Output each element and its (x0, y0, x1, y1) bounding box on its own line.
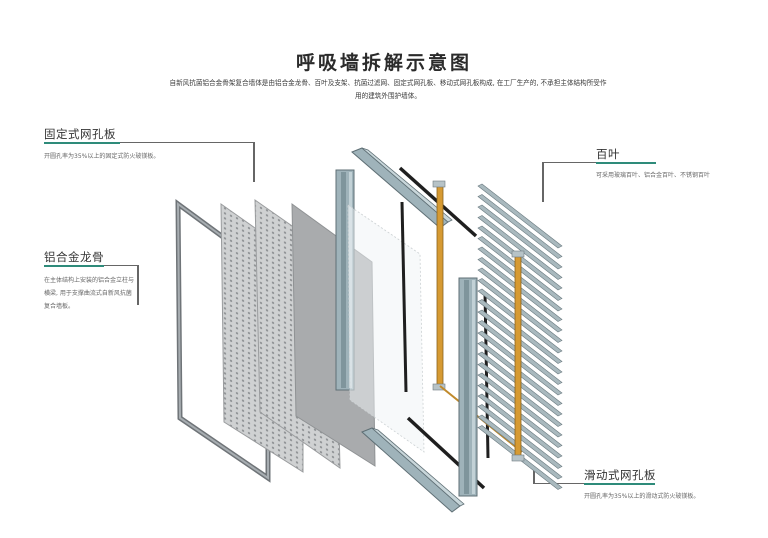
aluminum-column-right (458, 277, 478, 497)
label-keel-desc-line: 在主体结构上安装的铝合金立柱与 (44, 277, 135, 284)
louver-bracket-right (511, 250, 525, 462)
label-fixed-panel-underline (44, 142, 120, 144)
label-sliding-panel-desc: 开圆孔率为35%以上的滑动式防火玻镁板。 (584, 493, 700, 500)
louver-blade (477, 204, 563, 270)
page-title: 呼吸墙拆解示意图 (295, 52, 472, 74)
label-fixed-panel-desc: 开圆孔率为35%以上的固定式防火玻镁板。 (44, 153, 160, 160)
intro-text: 自新风抗菌铝合金骨架复合墙体是由铝合金龙骨、百叶及支架、抗菌过滤网、固定式网孔板… (169, 79, 607, 100)
leader-line-sliding-panel-vertical (533, 468, 535, 484)
label-keel-title: 铝合金龙骨 (44, 250, 104, 264)
label-sliding-panel-underline (584, 483, 655, 485)
aluminum-beam-bottom (361, 427, 465, 513)
label-sliding-panel-title: 滑动式网孔板 (584, 468, 656, 482)
leader-line-fixed-panel (120, 142, 254, 143)
label-louver-underline (596, 162, 656, 164)
louver-blade (477, 183, 563, 249)
black-bar-vertical-1 (400, 201, 408, 393)
label-louver-desc: 可采用玻璃百叶、铝合金百叶、不锈钢百叶 (596, 172, 711, 179)
label-keel-desc: 在主体结构上安装的铝合金立柱与 横梁, 用于支撑曲流式自新风抗菌 复合墙板。 (44, 274, 134, 313)
leader-line-louver-vertical (542, 162, 544, 202)
leader-line-louver (542, 162, 596, 163)
label-louver-title: 百叶 (596, 147, 620, 161)
label-fixed-panel-title: 固定式网孔板 (44, 127, 116, 141)
louver-blade (477, 194, 563, 259)
label-keel-desc-line: 复合墙板。 (44, 303, 75, 310)
aluminum-beam-top (351, 147, 453, 229)
label-keel-desc-line: 横梁, 用于支撑曲流式自新风抗菌 (44, 290, 132, 297)
leader-line-sliding-panel (533, 483, 584, 484)
leader-line-fixed-panel-vertical (253, 142, 255, 182)
label-keel-underline (44, 265, 104, 267)
leader-line-keel-vertical (137, 265, 139, 305)
louver-blade (477, 215, 563, 280)
leader-line-keel (104, 265, 138, 266)
